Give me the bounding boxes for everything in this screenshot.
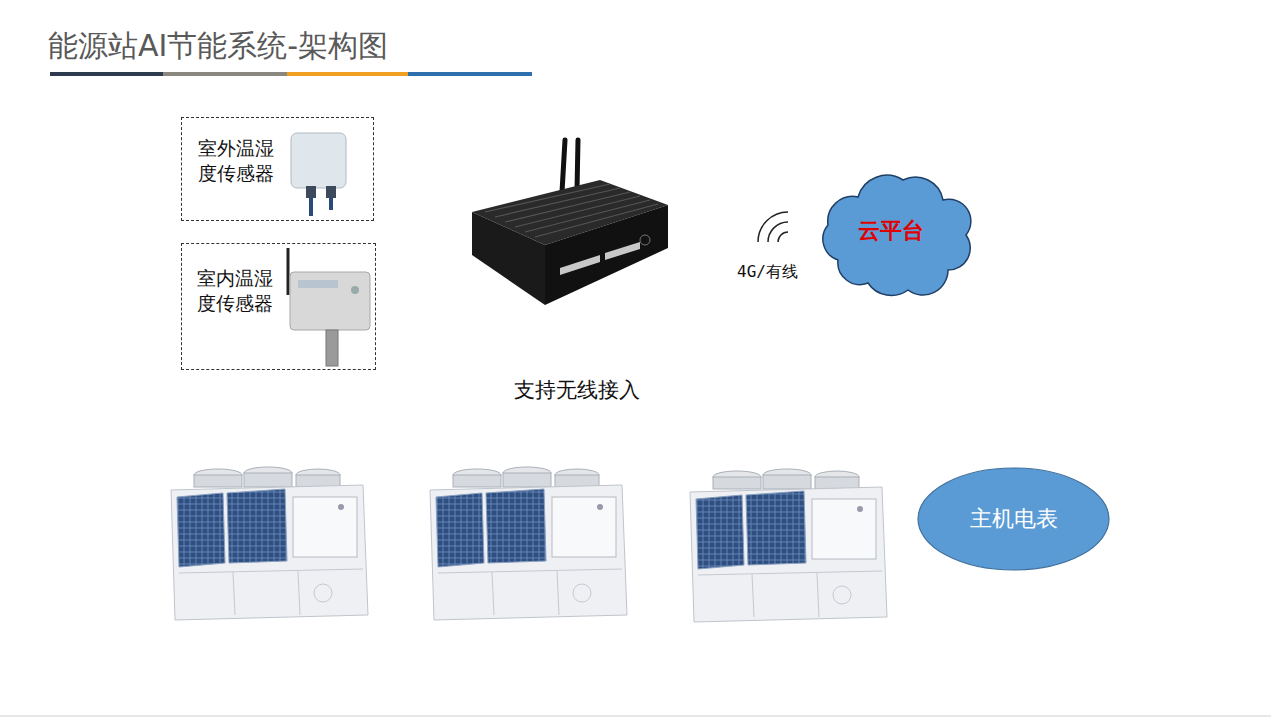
gateway-image [472,140,668,305]
node-label: 室外温湿度传感器 [198,136,278,185]
annotation-label: 4G/有线 [737,262,798,283]
annotation-label: 支持无线接入 [514,376,640,404]
cloud-shape: 云平台 [808,165,973,295]
chiller-unit [171,467,368,620]
footer-line [0,716,1271,717]
ellipse-path [918,468,1109,570]
meter-ellipse: 主机电表 [917,467,1110,571]
sensor-box: 室外温湿度传感器 [181,117,374,221]
diagram-title: 能源站AI节能系统-架构图 [48,26,388,67]
wireless-signal [758,212,788,242]
sensor-box: 室内温湿度传感器 [181,243,376,370]
node-label: 云平台 [858,216,924,245]
indoor-sensor-image [288,248,370,366]
title-underline [50,72,532,76]
node-label: 主机电表 [970,505,1058,534]
chiller-unit [690,469,887,622]
chiller-unit [430,467,627,620]
outdoor-sensor-image [291,133,346,216]
node-label: 室内温湿度传感器 [197,266,277,315]
cloud-path [823,175,971,295]
